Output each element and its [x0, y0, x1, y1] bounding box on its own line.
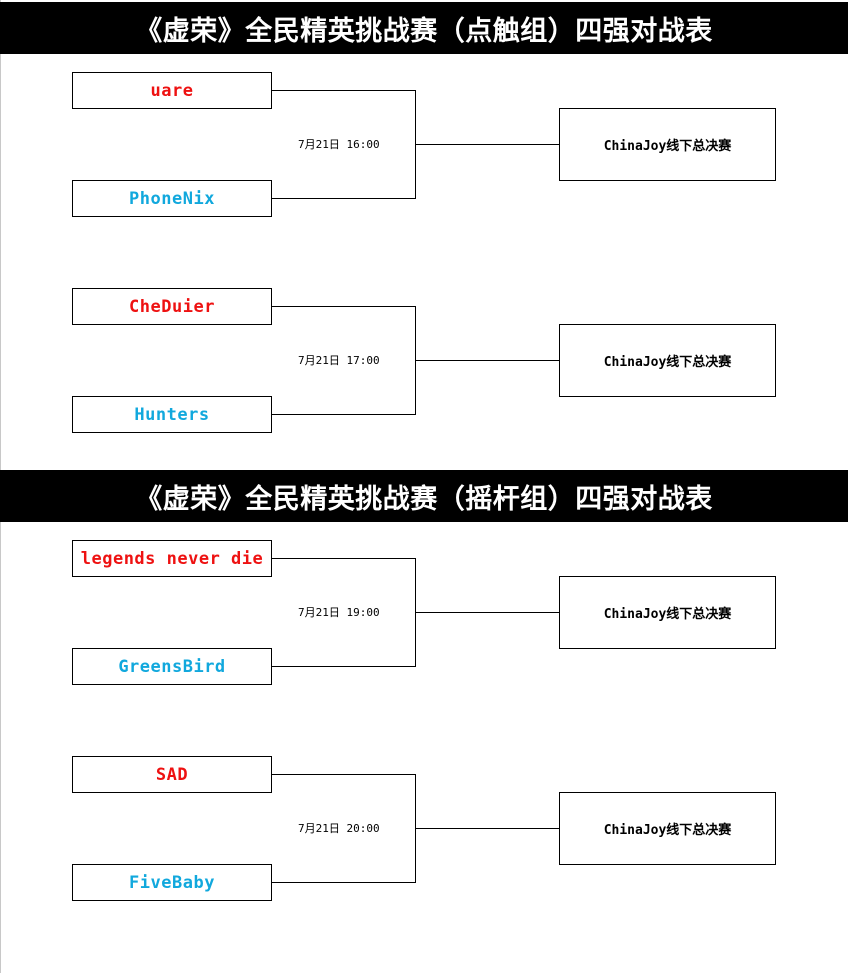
final-box: ChinaJoy线下总决赛 [559, 792, 776, 865]
bracket-line [415, 612, 560, 613]
bracket-line [271, 774, 416, 775]
match-time: 7月21日 19:00 [298, 606, 380, 619]
match-time: 7月21日 17:00 [298, 354, 380, 367]
final-box: ChinaJoy线下总决赛 [559, 108, 776, 181]
bracket-line [271, 414, 416, 415]
bracket-line [271, 198, 416, 199]
team-box-bottom: Hunters [72, 396, 272, 433]
final-box: ChinaJoy线下总决赛 [559, 324, 776, 397]
team-box-top: legends never die [72, 540, 272, 577]
group-title-touch: 《虚荣》全民精英挑战赛（点触组）四强对战表 [0, 2, 848, 54]
group-title-joystick: 《虚荣》全民精英挑战赛（摇杆组）四强对战表 [0, 470, 848, 522]
bracket-line [415, 144, 560, 145]
bracket-line [271, 882, 416, 883]
bracket-line [271, 666, 416, 667]
match-time: 7月21日 20:00 [298, 822, 380, 835]
team-box-bottom: GreensBird [72, 648, 272, 685]
final-box: ChinaJoy线下总决赛 [559, 576, 776, 649]
bracket-line [271, 90, 416, 91]
match-time: 7月21日 16:00 [298, 138, 380, 151]
team-box-bottom: PhoneNix [72, 180, 272, 217]
team-box-top: SAD [72, 756, 272, 793]
team-box-top: uare [72, 72, 272, 109]
bracket-line [271, 558, 416, 559]
bracket-line [415, 828, 560, 829]
team-box-bottom: FiveBaby [72, 864, 272, 901]
bracket-line [415, 360, 560, 361]
bracket-line [271, 306, 416, 307]
team-box-top: CheDuier [72, 288, 272, 325]
